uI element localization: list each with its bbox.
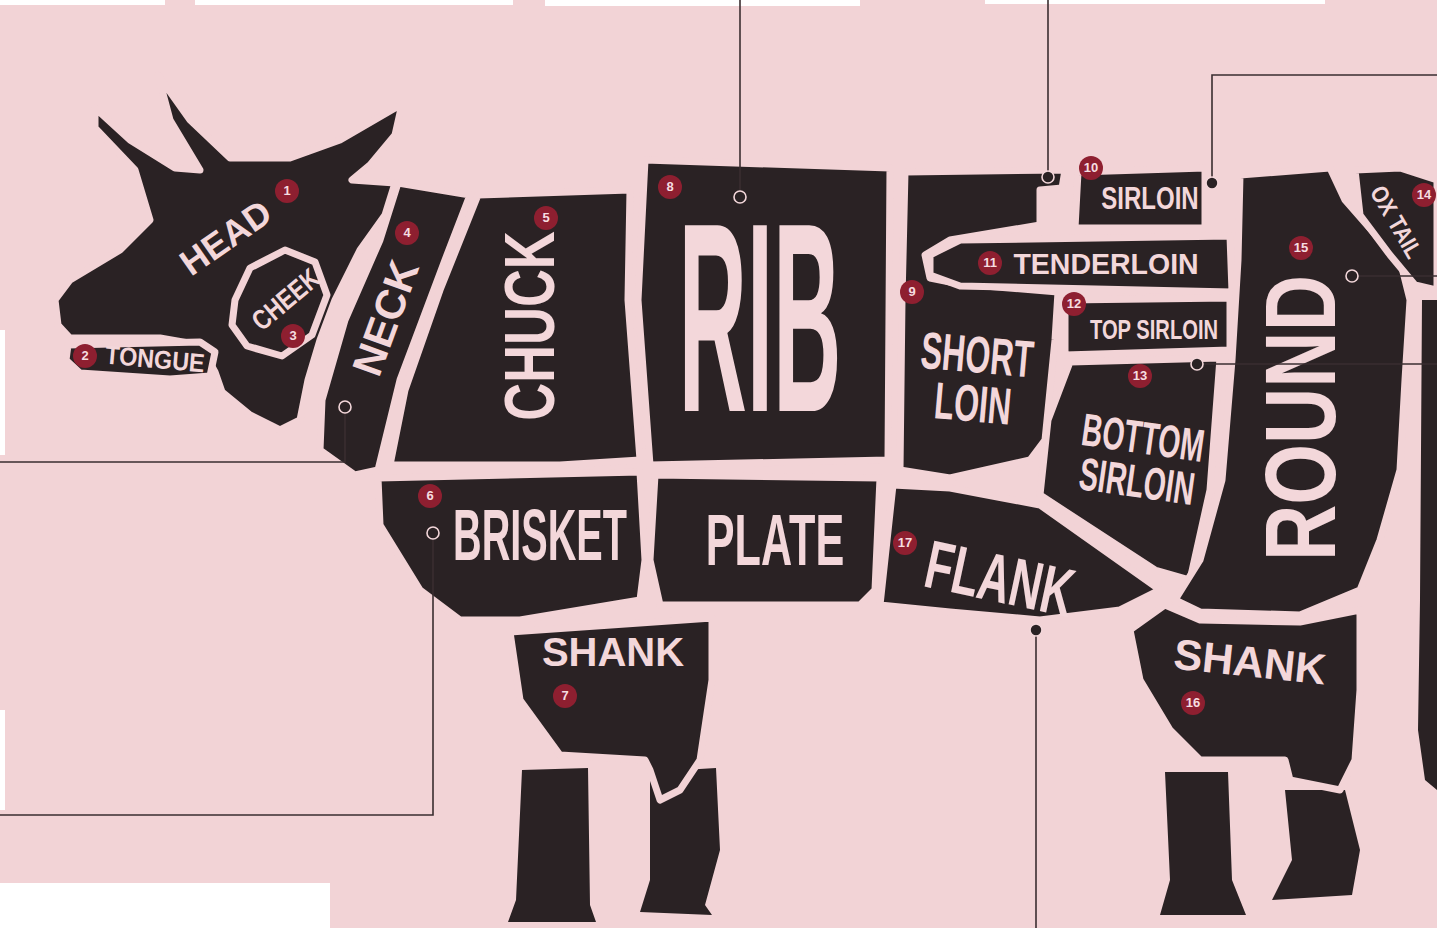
cut-region: TENDERLOIN 11 (930, 236, 1232, 292)
cut-region: PLATE (650, 475, 880, 605)
cut-name: TENDERLOIN (1013, 249, 1198, 279)
cut-name: SHANK (542, 632, 684, 672)
cut-region: BRISKET 6 (378, 472, 645, 620)
leader-anchor (1030, 624, 1042, 636)
callout-number: 9 (900, 280, 924, 304)
callout-number: 4 (395, 221, 419, 245)
cut-shape (930, 236, 1232, 292)
leader-line (1035, 630, 1037, 928)
leader-anchor (339, 401, 351, 413)
callout-number: 7 (553, 684, 577, 708)
leader-line (1352, 275, 1437, 277)
leader-anchor (427, 527, 439, 539)
frame-fragment (545, 0, 860, 6)
leader-anchor (1191, 358, 1203, 370)
callout-number: 8 (658, 175, 682, 199)
callout-number: 5 (534, 206, 558, 230)
cut-name: SHORT LOIN (912, 326, 1038, 435)
cut-region: TONGUE2 (66, 342, 215, 379)
rear-leg (1272, 790, 1360, 900)
cut-name: CHUCK (495, 231, 565, 421)
callout-number: 16 (1181, 691, 1205, 715)
leader-anchor (1042, 171, 1054, 183)
leader-line (1197, 363, 1437, 365)
cut-region: RIB8 (638, 160, 890, 465)
callout-number: 2 (73, 344, 97, 368)
cut-shape (510, 618, 712, 800)
cut-shape (390, 190, 640, 465)
cut-outline (1130, 605, 1360, 790)
cut-shape (66, 342, 215, 379)
callout-number: 12 (1062, 292, 1086, 316)
frame-fragment (195, 0, 513, 5)
cut-shape (378, 472, 645, 620)
cut-name: RIB (679, 183, 842, 453)
frame-fragment (0, 0, 165, 5)
cut-name: BOTTOM SIRLOIN (1069, 408, 1210, 513)
frame-fragment (0, 330, 5, 455)
cut-region: CHEEK3 (232, 250, 327, 356)
leader-anchor (734, 191, 746, 203)
cut-region: TOP SIRLOIN12 (1065, 298, 1230, 355)
callout-number: 13 (1128, 364, 1152, 388)
callout-number: 10 (1079, 156, 1103, 180)
cut-name: ROUND (1250, 275, 1350, 561)
callout-number: 6 (418, 484, 442, 508)
cut-region: SHANK16 (1130, 605, 1360, 790)
cut-region: SHANK 7 (510, 618, 712, 800)
rear-leg (1160, 772, 1246, 915)
leader-line (1047, 0, 1049, 177)
callout-number: 1 (275, 179, 299, 203)
cut-shape (232, 250, 327, 356)
cut-outline (900, 170, 1065, 478)
frame-fragment (0, 883, 330, 928)
callout-number: 3 (281, 324, 305, 348)
cut-name: BRISKET (453, 499, 627, 571)
callout-number: 14 (1412, 183, 1436, 207)
cut-shape (1355, 168, 1437, 290)
cut-region: SHORT LOIN 9 (900, 170, 1065, 478)
leader-line (1212, 75, 1437, 183)
cut-region: OX TAIL14 (1355, 168, 1437, 290)
cut-region: CHUCK5 (390, 190, 640, 465)
cut-name: TOP SIRLOIN (1090, 316, 1218, 344)
front-leg (508, 768, 596, 922)
cut-name: PLATE (706, 504, 844, 576)
callout-number: 17 (893, 531, 917, 555)
cut-name: SIRLOIN (1101, 182, 1198, 214)
leader-anchor (1206, 177, 1218, 189)
leader-line (0, 407, 345, 462)
frame-fragment (985, 0, 1325, 4)
cut-shape (1065, 298, 1230, 355)
cut-region: SIRLOIN10 (1075, 168, 1205, 228)
frame-fragment (0, 710, 5, 810)
callout-number: 11 (978, 251, 1002, 275)
cut-shape (650, 475, 880, 605)
cut-region: FLANK17 (880, 485, 1160, 620)
leader-anchor (1346, 270, 1358, 282)
callout-number: 15 (1289, 236, 1313, 260)
cut-shape (1130, 605, 1360, 790)
leader-line (739, 0, 741, 197)
cut-shape (900, 170, 1065, 478)
cut-shape (638, 160, 890, 465)
leader-line (0, 533, 433, 815)
tail (1418, 300, 1437, 790)
